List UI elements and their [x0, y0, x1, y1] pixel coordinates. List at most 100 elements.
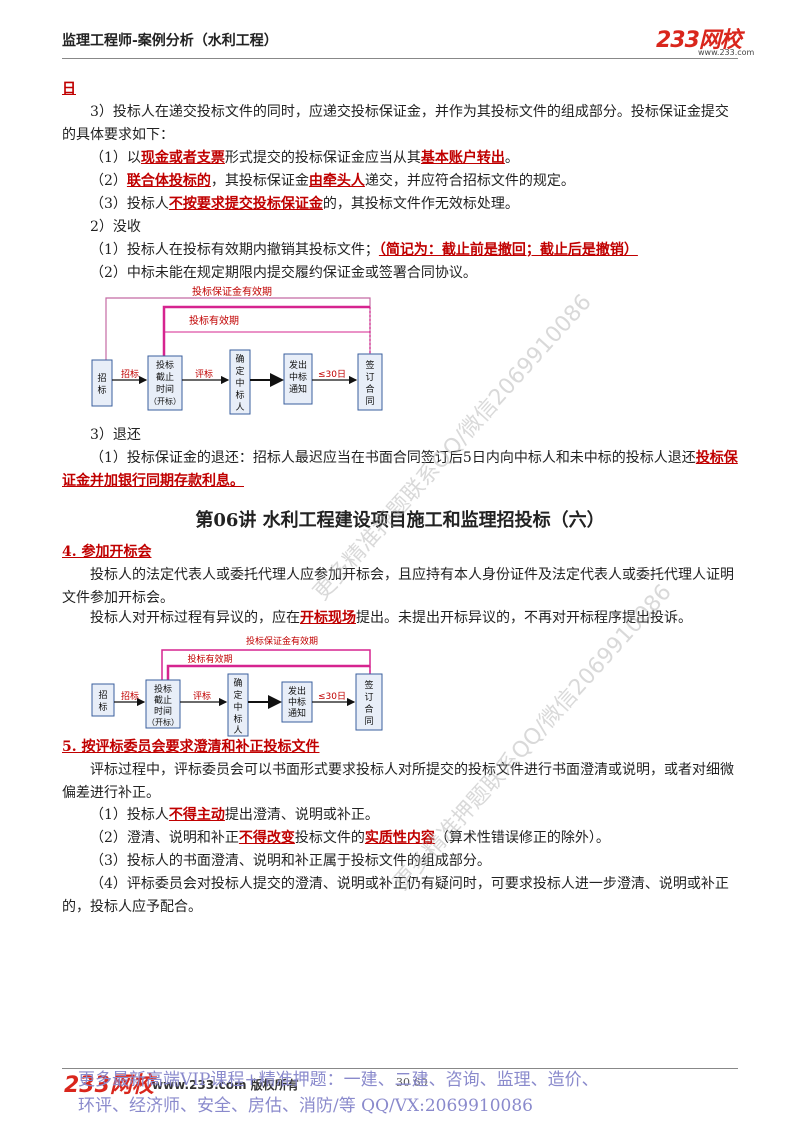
box-contract-line-4: 同: [365, 396, 374, 407]
clarify-item-1-end: 提出澄清、说明或补正。: [224, 807, 379, 823]
box-winner-2-line-1: 确: [233, 677, 242, 689]
subheading-refund: 3）退还: [90, 427, 141, 443]
footer-copyright: www.233.com 版权所有: [152, 1078, 299, 1092]
box-winner-line-5: 人: [235, 402, 244, 413]
clarify-item-2-text: （2）澄清、说明和补正: [90, 830, 239, 846]
document-header-title: 监理工程师-案例分析（水利工程）: [62, 33, 278, 49]
arrow-label-eval-2: 评标: [193, 690, 211, 702]
box-bid-deadline: [147, 355, 183, 411]
bond-item-1-text2: 形式提交的投标保证金应当从其: [224, 150, 421, 166]
forfeit-item-1-note: （简记为：截止前是撤回；截止后是撤销）: [378, 242, 638, 258]
section-4-paragraph-2: 投标人对开标过程有异议的，应在开标现场提出。未提出开标异议的，不再对开标程序提出…: [62, 607, 742, 630]
section-4-p2-end: 提出。未提出开标异议的，不再对开标程序提出投诉。: [356, 610, 692, 626]
section-5-paragraph-1: 评标过程中，评标委员会可以书面形式要求投标人对所提交的投标文件进行书面澄清或说明…: [62, 762, 734, 801]
section-5-title: 5. 按评标委员会要求澄清和补正投标文件: [62, 736, 742, 759]
bond-item-1-highlight2: 基本账户转出: [420, 150, 505, 166]
box-award-notice: [283, 353, 313, 405]
box-notice-line-3: 通知: [289, 383, 307, 395]
box-winner-2-line-5: 人: [233, 725, 242, 736]
bond-item-3-highlight: 不按要求提交投标保证金: [168, 196, 323, 212]
box-notice-2-line-2: 中标: [288, 696, 306, 708]
footer-logo: 233网校: [64, 1073, 154, 1098]
box-winner-line-3: 中: [235, 377, 244, 389]
paragraph-bond-submit: 3）投标人在递交投标文件的同时，应递交投标保证金，并作为其投标文件的组成部分。投…: [62, 104, 729, 143]
box-deadline-line-3: 时间: [156, 383, 174, 395]
box-contract-2-line-3: 合: [364, 703, 373, 715]
box-notice-line-1: 发出: [289, 359, 307, 371]
box-notice-2-line-3: 通知: [288, 707, 306, 719]
bond-item-3: （3）投标人不按要求提交投标保证金的，其投标文件作无效标处理。: [62, 193, 742, 216]
bid-timeline-diagram-1: 投标保证金有效期 投标有效期 招标 评标 ≤30日 招 标 投标 截止 时间 （…: [91, 285, 383, 415]
bond-item-1-end: 。: [504, 150, 519, 166]
clarify-item-2-highlight: 不得改变: [238, 830, 295, 846]
clarify-item-1-text: （1）投标人: [90, 807, 169, 823]
clarify-item-1-highlight: 不得主动: [168, 807, 225, 823]
brand-logo-url: www.233.com: [698, 48, 755, 57]
section-4-title-text: 4. 参加开标会: [62, 544, 152, 560]
bond-validity-label-2: 投标保证金有效期: [246, 635, 318, 647]
forfeit-item-1-text: （1）投标人在投标有效期内撤销其投标文件；: [90, 242, 379, 258]
section-4-p2-text: 投标人对开标过程有异议的，应在: [90, 610, 300, 626]
brand-logo-text: 233网校: [656, 28, 742, 53]
box-contract-line-1: 签: [365, 359, 374, 371]
clarify-item-3: （3）投标人的书面澄清、说明和补正属于投标文件的组成部分。: [90, 853, 491, 869]
bid-validity-label-2: 投标有效期: [187, 653, 232, 665]
bid-validity-label: 投标有效期: [189, 314, 239, 327]
bond-item-3-end: 的，其投标文件作无效标处理。: [322, 196, 519, 212]
box-notice-line-2: 中标: [289, 371, 307, 383]
clarify-item-2-highlight2: 实质性内容: [364, 830, 435, 846]
box-contract-2-line-4: 同: [364, 716, 373, 727]
bond-item-2-highlight: 联合体投标的: [126, 173, 211, 189]
box-tender-line-1: 招: [97, 372, 106, 384]
bond-item-3-text: （3）投标人: [90, 196, 169, 212]
box-winner-2-line-2: 定: [233, 689, 242, 701]
bond-item-2-end: 递交，并应符合招标文件的规定。: [364, 173, 575, 189]
refund-item-1-highlight: 投标保证金并加银行同期存款利息。: [62, 450, 738, 489]
section-5-title-text: 5. 按评标委员会要求澄清和补正投标文件: [62, 739, 320, 755]
section-4-paragraph-1: 投标人的法定代表人或委托代理人应参加开标会，且应持有本人身份证件及法定代表人或委…: [62, 567, 734, 606]
box-determine-winner-2: [227, 673, 249, 737]
section-4-title: 4. 参加开标会: [62, 541, 742, 564]
box-deadline-line-1: 投标: [156, 359, 174, 371]
bond-item-1: （1）以现金或者支票形式提交的投标保证金应当从其基本账户转出。: [62, 147, 742, 170]
footer-ad-line-2: 环评、经济师、安全、房估、消防/等 QQ/VX:2069910086: [78, 1096, 533, 1116]
box-sign-contract-2: [355, 673, 383, 731]
bond-item-2-text2: ，其投标保证金: [210, 173, 309, 189]
box-deadline-2-line-2: 截止: [154, 694, 172, 706]
bond-item-1-highlight: 现金或者支票: [140, 150, 225, 166]
subheading-forfeit: 2）没收: [90, 219, 141, 235]
arrow-label-30days-2: ≤30日: [318, 691, 346, 702]
box-deadline-2-line-1: 投标: [154, 683, 172, 695]
clarify-item-2-text2: 投标文件的: [294, 830, 365, 846]
box-deadline-line-2: 截止: [156, 371, 174, 383]
footer-ad-line-1: 更多最新高端VIP课程+精准押题：一建、二建、咨询、监理、造价、: [78, 1070, 599, 1090]
bond-validity-label: 投标保证金有效期: [192, 285, 272, 298]
box-contract-2-line-2: 订: [364, 692, 373, 703]
box-contract-line-2: 订: [365, 372, 374, 383]
box-winner-line-2: 定: [235, 365, 244, 377]
box-deadline-2-line-3: 时间: [154, 705, 172, 717]
box-deadline-2-line-4: （开标）: [147, 717, 179, 727]
box-determine-winner: [229, 349, 251, 415]
box-winner-2-line-3: 中: [233, 701, 242, 713]
box-tender-2: [91, 683, 115, 717]
forfeit-item-1: （1）投标人在投标有效期内撤销其投标文件；（简记为：截止前是撤回；截止后是撤销）: [62, 239, 742, 262]
box-contract-line-3: 合: [365, 383, 374, 395]
bond-item-2: （2）联合体投标的，其投标保证金由牵头人递交，并应符合招标文件的规定。: [62, 170, 742, 193]
forfeit-item-2: （2）中标未能在规定期限内提交履约保证金或签署合同协议。: [90, 265, 477, 281]
box-tender-line-2: 标: [97, 384, 106, 396]
bond-item-2-highlight2: 由牵头人: [308, 173, 365, 189]
box-contract-2-line-1: 签: [364, 679, 373, 691]
box-winner-line-1: 确: [235, 353, 244, 365]
box-bid-deadline-2: [145, 679, 181, 729]
box-tender-2-line-1: 招: [98, 689, 107, 701]
box-deadline-line-4: （开标）: [149, 396, 181, 406]
box-winner-line-4: 标: [235, 389, 244, 401]
page-number: 30 60: [396, 1076, 428, 1089]
section-4-p2-highlight: 开标现场: [300, 610, 356, 626]
lecture-heading: 第06讲 水利工程建设项目施工和监理招投标（六）: [195, 510, 605, 531]
arrow-label-tender-2: 招标: [121, 690, 139, 702]
carry-over-text: 日: [62, 81, 76, 97]
arrow-label-tender: 招标: [121, 368, 139, 380]
arrow-label-30days: ≤30日: [318, 369, 346, 380]
